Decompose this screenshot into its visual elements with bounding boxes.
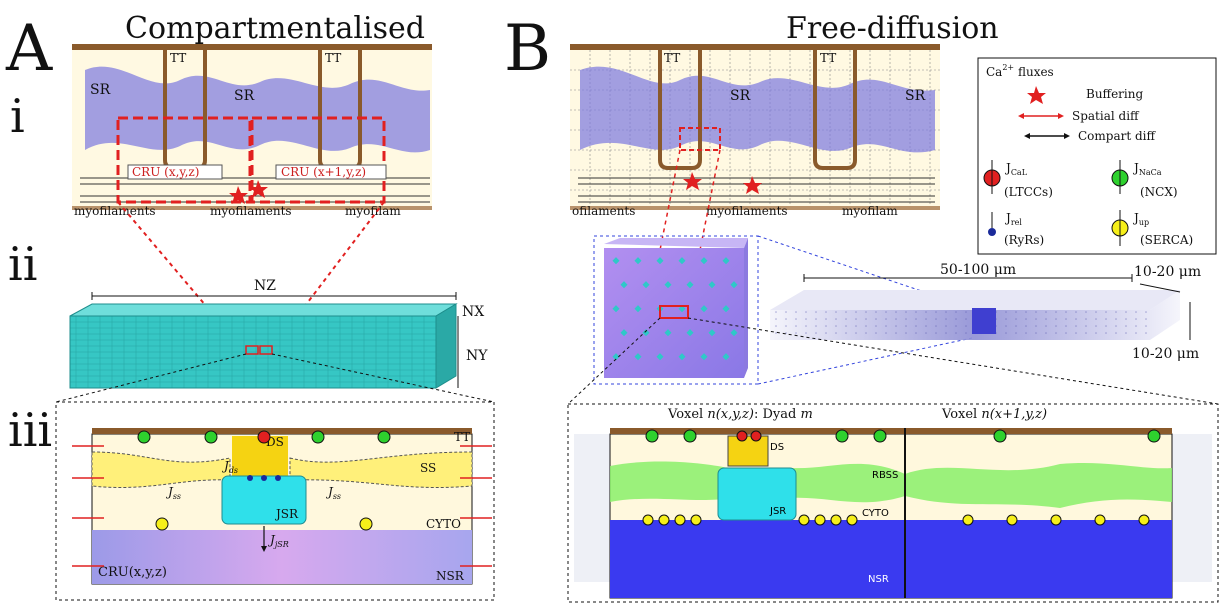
jss-right-label: Jss	[325, 485, 341, 501]
nz-label: NZ	[254, 278, 276, 294]
nsr-region-a	[92, 530, 472, 584]
myo-right-label-a: myofilam	[345, 204, 401, 218]
jjsr-label: JjSR	[267, 533, 289, 549]
legend-jnaca-name: (NCX)	[1140, 185, 1178, 199]
legend-spatial: Spatial diff	[1072, 109, 1140, 123]
voxel-cube	[593, 235, 759, 385]
jsr-label-a: JSR	[274, 507, 299, 521]
tt-right-label-b: TT	[820, 51, 836, 65]
cell-cartoon-b: TT TT SR SR ofilaments myofilaments myof…	[570, 44, 940, 218]
ds-label-b: DS	[770, 442, 784, 453]
legend-jrel: Jrel	[1004, 211, 1022, 227]
legend-ryr-icon	[988, 228, 996, 236]
channels-a	[137, 430, 391, 531]
ss-label-a: SS	[420, 461, 436, 475]
legend-star-icon	[1027, 86, 1046, 104]
voxel-right-title: Voxel n(x+1,y,z)	[941, 407, 1047, 422]
cru-box-left	[116, 116, 252, 204]
panel-a-letter: A	[5, 12, 53, 86]
legend-jrel-name: (RyRs)	[1004, 233, 1044, 247]
cru-highlight-left	[245, 345, 259, 355]
tt-label-a: TT	[454, 430, 470, 444]
panel-a: A Compartmentalised i ii iii TT TT SR SR…	[5, 11, 495, 601]
tt-left-label-b: TT	[664, 51, 680, 65]
sr-network-b	[580, 66, 935, 153]
myo-center-label-a: myofilaments	[210, 204, 292, 218]
ss-region-right	[289, 451, 473, 488]
row-iii-label: iii	[8, 403, 52, 457]
cru-highlight-right	[259, 345, 273, 355]
panel-b: B Free-diffusion TT TT SR SR ofilaments …	[504, 11, 1219, 603]
myo-left-label-b: ofilaments	[572, 204, 635, 218]
grid-block: NZ NX NY	[69, 278, 488, 389]
rbss-label: RBSS	[872, 470, 898, 481]
legend-title: Ca2+ fluxes	[986, 63, 1054, 79]
row-i-label: i	[10, 89, 25, 143]
myo-right-label-b: myofilam	[842, 204, 898, 218]
ds-region-a	[232, 436, 288, 476]
tt-right-label-a: TT	[325, 51, 341, 65]
ss-region-left	[91, 451, 231, 488]
buffer-star-a2	[229, 186, 248, 204]
legend-buffering: Buffering	[1086, 87, 1143, 101]
jss-left-label: Jss	[165, 485, 181, 501]
nx-label: NX	[462, 304, 484, 320]
cyto-label-a: CYTO	[426, 517, 461, 531]
legend-jup-name: (SERCA)	[1140, 233, 1193, 247]
panel-b-title: Free-diffusion	[786, 11, 999, 46]
legend-jup: Jup	[1132, 211, 1149, 227]
cru-left-tag	[127, 164, 223, 180]
myo-left-label-a: myofilaments	[74, 204, 156, 218]
jds-label: Jds	[221, 459, 238, 475]
width-dim-label: 10-20 μm	[1134, 264, 1201, 280]
tt-left-label-a: TT	[170, 51, 186, 65]
voxel-highlight-fiber	[972, 308, 996, 334]
sr-center-label-b: SR	[730, 88, 751, 104]
spatial-arrows-a	[72, 445, 492, 567]
ny-label: NY	[466, 348, 488, 364]
nsr-region-b	[610, 520, 1172, 598]
sr-network-a	[85, 66, 430, 153]
sr-center-label-a: SR	[234, 88, 255, 104]
ds-label-a: DS	[266, 435, 284, 449]
jsr-label-b: JSR	[769, 506, 786, 517]
voxel-detail: Voxel n(x,y,z): Dyad m Voxel n(x+1,y,z) …	[567, 403, 1219, 603]
legend-jcal: JCaL	[1004, 161, 1028, 177]
buffer-star-a1	[249, 180, 268, 198]
voxel-left-title: Voxel n(x,y,z): Dyad m	[667, 407, 813, 422]
channels-b	[645, 429, 1161, 443]
cyto-label-b: CYTO	[862, 508, 889, 519]
cru-left-label: CRU (x,y,z)	[132, 165, 199, 179]
legend-compart: Compart diff	[1078, 129, 1157, 143]
voxel-box-b	[679, 127, 721, 151]
cru-box-right	[250, 116, 386, 204]
cru-label-a: CRU(x,y,z)	[98, 565, 167, 580]
fiber-block: 50-100 μm 10-20 μm 10-20 μm	[770, 262, 1201, 362]
cru-detail: TT DS SS JSR CYTO NSR CRU(x,y,z) Jds Jss…	[55, 401, 495, 601]
legend-jcal-name: (LTCCs)	[1004, 185, 1053, 199]
nsr-label-b: NSR	[868, 574, 889, 585]
height-dim-label: 10-20 μm	[1132, 346, 1199, 362]
length-dim-label: 50-100 μm	[940, 262, 1016, 278]
sr-left-label-a: SR	[90, 82, 111, 98]
legend: Ca2+ fluxes Buffering Spatial diff Compa…	[977, 57, 1217, 255]
sr-right-label-b: SR	[905, 88, 926, 104]
nsr-label-a: NSR	[436, 569, 465, 583]
panel-b-letter: B	[504, 12, 551, 86]
myo-center-label-b: myofilaments	[706, 204, 788, 218]
legend-jnaca: JNaCa	[1132, 161, 1162, 177]
row-ii-label: ii	[8, 237, 37, 291]
panel-a-title: Compartmentalised	[125, 11, 425, 46]
cru-right-tag	[275, 164, 387, 180]
cru-right-label: CRU (x+1,y,z)	[281, 165, 366, 179]
cell-cartoon-a: TT TT SR SR myofilaments myofilaments my…	[72, 44, 432, 218]
